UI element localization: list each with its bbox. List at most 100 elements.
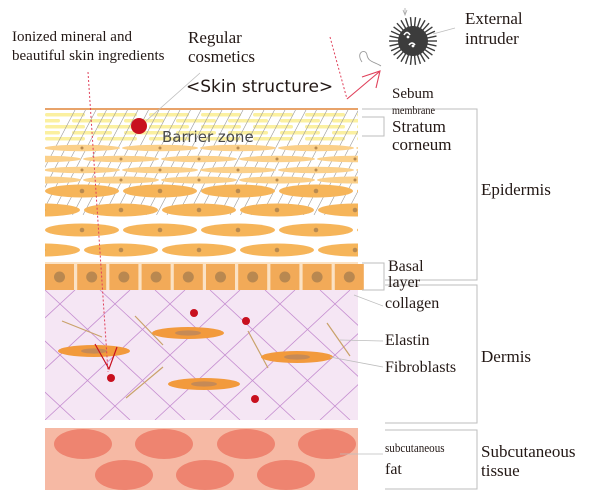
epidermis-bracket: [362, 108, 478, 281]
basal-cells: [45, 264, 364, 290]
collagen-fiber: [154, 290, 296, 420]
corneocyte: [332, 131, 358, 135]
cell-nucleus: [235, 227, 241, 233]
hatch-line: [45, 110, 86, 188]
cell-nucleus: [353, 178, 357, 182]
collagen-fiber: [45, 391, 76, 420]
hatch-line: [261, 110, 317, 215]
collagen-fiber: [540, 290, 606, 420]
elastin-fiber: [61, 320, 103, 338]
stratum-hatching: [45, 110, 358, 215]
stratum-corneum-line2: corneum: [392, 135, 452, 154]
cell-nucleus: [196, 247, 202, 253]
cell-nucleus: [274, 207, 280, 213]
fibroblast-nucleus: [284, 354, 310, 360]
ionized-label-line1: Ionized mineral and: [12, 29, 132, 45]
penetration-arrowhead: [94, 343, 118, 371]
fibroblast-leader: [329, 356, 384, 368]
reflect-line-out: [346, 71, 380, 100]
epidermis-cells: [42, 144, 397, 257]
leader-lines: [145, 27, 456, 455]
basal-layer-line1: Basal: [388, 258, 424, 275]
collagen-fiber: [0, 290, 20, 420]
cell-nucleus: [353, 157, 357, 161]
corneocyte: [45, 125, 85, 129]
page-title: <Skin structure>: [186, 77, 334, 97]
fat-cell: [95, 460, 153, 490]
fat-cell: [298, 429, 356, 459]
cell-nucleus: [196, 207, 202, 213]
basal-nucleus: [343, 271, 355, 283]
external-intruder-line1: External: [465, 9, 523, 28]
germ-pupil: [411, 44, 415, 48]
cell-nucleus: [79, 227, 85, 233]
fibroblast-nucleus: [191, 381, 217, 387]
keratinocyte: [45, 243, 80, 257]
sebum-membrane-line2: membrane: [392, 103, 436, 117]
cell-nucleus: [42, 179, 45, 182]
elastin-fiber: [134, 315, 164, 346]
fat-cell: [217, 429, 275, 459]
elastin-fibers: [61, 315, 351, 399]
cosmetics-leader: [145, 72, 201, 122]
corneocyte: [97, 125, 137, 129]
regular-cosmetics-line1: Regular: [188, 28, 242, 47]
corneocyte: [176, 131, 216, 135]
hatch-line: [114, 110, 170, 215]
cell-nucleus: [275, 157, 279, 161]
keratinocyte: [45, 155, 81, 163]
hatch-line: [61, 110, 118, 215]
hatch-line: [282, 110, 338, 215]
cell-nucleus: [392, 228, 397, 233]
cell-nucleus: [352, 207, 358, 213]
corneocyte: [45, 131, 60, 135]
cell-nucleus: [352, 247, 358, 253]
collagen-fiber: [595, 290, 606, 420]
basal-layer-line2: layer: [388, 274, 420, 291]
corneocyte: [305, 137, 345, 141]
corneocyte: [149, 137, 189, 141]
red-particles: [107, 118, 259, 403]
hatch-line: [166, 110, 223, 215]
germ-eyes: [403, 31, 416, 46]
collagen-fiber: [45, 290, 131, 370]
hatch-line: [45, 110, 97, 209]
cell-nucleus: [157, 227, 163, 233]
collagen-leader: [353, 294, 384, 307]
cell-nucleus: [45, 208, 46, 212]
cell-nucleus: [274, 247, 280, 253]
corneocyte: [332, 119, 358, 123]
external-intruder-line2: intruder: [465, 29, 519, 48]
keratinocyte: [357, 189, 358, 193]
elastin-fiber: [125, 366, 164, 399]
hatch-line: [334, 170, 358, 215]
corneocyte: [97, 113, 137, 117]
corneocyte: [357, 113, 358, 117]
collagen-fiber: [0, 290, 20, 420]
hatch-line: [345, 190, 358, 215]
subcutaneous-fat-line1: subcutaneous: [385, 440, 445, 455]
cell-nucleus: [236, 168, 240, 172]
cell-nucleus: [79, 188, 85, 194]
fat-cell: [257, 460, 315, 490]
germ-body: [398, 26, 428, 56]
fat-cells: [54, 429, 356, 490]
hatch-line: [177, 110, 233, 215]
hatch-line: [250, 110, 307, 215]
mineral-particle: [190, 309, 198, 317]
corneocyte: [201, 137, 241, 141]
hatch-line: [82, 110, 139, 215]
corneocyte: [357, 125, 358, 129]
cell-nucleus: [118, 207, 124, 213]
corneocyte: [149, 113, 189, 117]
cell-nucleus: [119, 157, 123, 161]
corneocyte: [45, 137, 85, 141]
cell-nucleus: [45, 248, 46, 252]
cell-nucleus: [118, 247, 124, 253]
hatch-line: [271, 110, 328, 215]
cell-nucleus: [197, 157, 201, 161]
mineral-particle: [242, 317, 250, 325]
subcutaneous-tissue-line1: Subcutaneous: [481, 442, 576, 461]
corneocyte: [149, 125, 189, 129]
germ-antenna: [402, 8, 408, 17]
